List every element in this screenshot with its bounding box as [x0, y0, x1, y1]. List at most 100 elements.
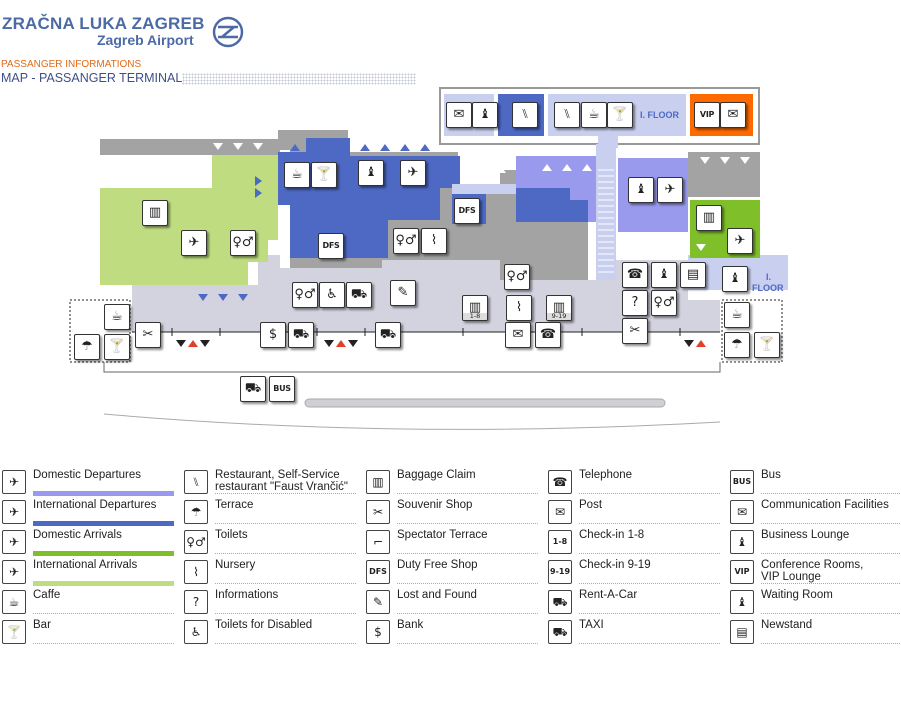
legend-label-line1: Informations — [215, 589, 279, 601]
legend-label-line1: Domestic Arrivals — [33, 529, 122, 541]
caffe-icon[interactable]: ☕ — [581, 102, 607, 128]
toilets-disabled-icon: ♿ — [184, 620, 208, 644]
nursery-icon[interactable]: ⌇ — [506, 295, 532, 321]
terrace-icon[interactable]: ☂ — [724, 332, 750, 358]
lost-and-found-icon: ✎ — [366, 590, 390, 614]
informations-icon[interactable]: ? — [622, 290, 648, 316]
communication-facilities-icon[interactable]: ✉ — [446, 102, 472, 128]
bar-icon[interactable]: 🍸 — [104, 334, 130, 360]
zone-international-arrivals — [100, 155, 278, 285]
toilets-icon[interactable]: ♀♂ — [292, 282, 318, 308]
legend-item: ✈ International Arrivals — [2, 559, 174, 588]
rent-a-car-icon[interactable]: ⛟ — [375, 322, 401, 348]
souvenir-shop-icon[interactable]: ✂ — [622, 318, 648, 344]
legend-label-line1: Conference Rooms, — [761, 559, 864, 571]
toilets-icon[interactable]: ♀♂ — [651, 290, 677, 316]
business-lounge-icon[interactable]: ♝ — [472, 102, 498, 128]
terrace-icon[interactable]: ☂ — [74, 334, 100, 360]
international-departures-icon[interactable]: ✈ — [400, 160, 426, 186]
duty-free-shop-icon[interactable]: DFS — [318, 233, 344, 259]
legend-item: ▤Newstand — [730, 619, 901, 648]
legend-label-line1: Check-in 1-8 — [579, 529, 645, 541]
business-lounge-icon[interactable]: ♝ — [722, 266, 748, 292]
waiting-room-icon[interactable]: ♝ — [651, 262, 677, 288]
legend-label: Spectator Terrace — [397, 529, 488, 541]
legend-label-line1: Waiting Room — [761, 589, 833, 601]
legend-item: ☂Terrace — [184, 499, 356, 528]
legend-item: ☕Caffe — [2, 589, 174, 618]
legend-label: Post — [579, 499, 602, 511]
check-in-1-8-icon[interactable]: ▥1-8 — [462, 295, 488, 321]
toilets-disabled-icon[interactable]: ♿ — [319, 282, 345, 308]
legend-label: Duty Free Shop — [397, 559, 478, 571]
legend-label-line1: Souvenir Shop — [397, 499, 473, 511]
toilets-icon[interactable]: ♀♂ — [504, 264, 530, 290]
informations-icon: ? — [184, 590, 208, 614]
lost-and-found-icon[interactable]: ✎ — [390, 280, 416, 306]
legend-label: Business Lounge — [761, 529, 849, 541]
international-arrivals-icon: ✈ — [2, 560, 26, 584]
legend-divider — [215, 643, 356, 644]
souvenir-shop-icon: ✂ — [366, 500, 390, 524]
domestic-departures-icon: ✈ — [2, 470, 26, 494]
bus-icon[interactable]: BUS — [269, 376, 295, 402]
restaurant-icon[interactable]: ⑊ — [554, 102, 580, 128]
bar-icon[interactable]: 🍸 — [754, 332, 780, 358]
bus-platform — [304, 398, 666, 408]
check-in-9-19-icon: 9-19 — [548, 560, 572, 584]
legend-label: Conference Rooms,VIP Lounge — [761, 559, 863, 583]
domestic-departures-icon[interactable]: ✈ — [657, 177, 683, 203]
toilets-icon[interactable]: ♀♂ — [393, 228, 419, 254]
legend-label: Communication Facilities — [761, 499, 889, 511]
title-divider — [182, 73, 416, 85]
bar-icon[interactable]: 🍸 — [311, 162, 337, 188]
airport-title: ZRAČNA LUKA ZAGREB — [2, 14, 205, 33]
post-icon: ✉ — [548, 500, 572, 524]
souvenir-shop-icon[interactable]: ✂ — [135, 322, 161, 348]
legend-divider — [761, 583, 901, 584]
rent-a-car-icon[interactable]: ⛟ — [346, 282, 372, 308]
communication-facilities-icon[interactable]: ✉ — [720, 102, 746, 128]
legend-label-line1: Duty Free Shop — [397, 559, 478, 571]
check-in-9-19-icon[interactable]: ▥9-19 — [546, 295, 572, 321]
restaurant-icon: ⑊ — [184, 470, 208, 494]
taxi-icon[interactable]: ⛟ — [288, 322, 314, 348]
caffe-icon[interactable]: ☕ — [724, 302, 750, 328]
post-icon[interactable]: ✉ — [505, 322, 531, 348]
legend-label: Waiting Room — [761, 589, 833, 601]
bank-icon[interactable]: $ — [260, 322, 286, 348]
waiting-room-icon[interactable]: ♝ — [358, 160, 384, 186]
baggage-claim-icon[interactable]: ▥ — [142, 200, 168, 226]
baggage-claim-icon[interactable]: ▥ — [696, 205, 722, 231]
terrace-left — [69, 299, 131, 363]
international-arrivals-icon[interactable]: ✈ — [181, 230, 207, 256]
waiting-room-icon: ♝ — [730, 590, 754, 614]
waiting-room-icon[interactable]: ♝ — [628, 177, 654, 203]
legend-label-line1: International Arrivals — [33, 559, 138, 571]
legend-divider — [397, 493, 538, 494]
legend-item: 🍸Bar — [2, 619, 174, 648]
duty-free-shop-icon[interactable]: DFS — [454, 198, 480, 224]
nursery-icon[interactable]: ⌇ — [421, 228, 447, 254]
toilets-icon: ♀♂ — [184, 530, 208, 554]
legend-item: ♝Business Lounge — [730, 529, 901, 558]
taxi-icon[interactable]: ⛟ — [240, 376, 266, 402]
domestic-arrivals-icon[interactable]: ✈ — [727, 228, 753, 254]
legend-item: ✉ Post — [548, 499, 720, 528]
newstand-icon[interactable]: ▤ — [680, 262, 706, 288]
conference-vip-icon[interactable]: VIP — [694, 102, 720, 128]
telephone-icon[interactable]: ☎ — [535, 322, 561, 348]
telephone-icon[interactable]: ☎ — [622, 262, 648, 288]
caffe-icon[interactable]: ☕ — [284, 162, 310, 188]
caffe-icon[interactable]: ☕ — [104, 304, 130, 330]
bar-icon[interactable]: 🍸 — [607, 102, 633, 128]
legend-label-line1: Domestic Departures — [33, 469, 142, 481]
legend-divider — [761, 643, 901, 644]
toilets-icon[interactable]: ♀♂ — [230, 230, 256, 256]
legend-label-line1: Bus — [761, 469, 781, 481]
restaurant-icon[interactable]: ⑊ — [512, 102, 538, 128]
